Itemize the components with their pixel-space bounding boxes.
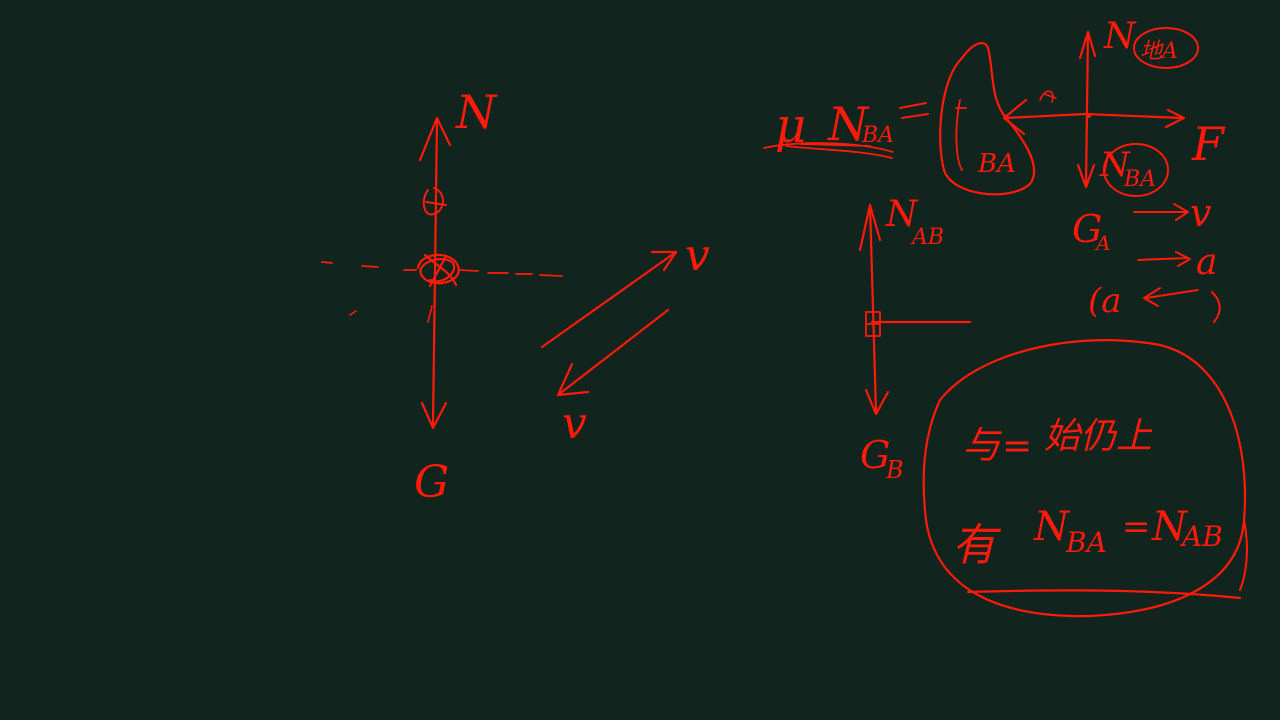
line2-n2: N bbox=[1151, 504, 1189, 550]
summary-underline bbox=[966, 589, 1242, 600]
friction-equation: μ N BA BA bbox=[763, 41, 1036, 196]
v-arrow bbox=[1133, 203, 1189, 221]
nab-n: N bbox=[885, 194, 919, 235]
top-sub: 地A bbox=[1140, 39, 1178, 64]
left-force-diagram: N G bbox=[321, 85, 563, 508]
top-n: N bbox=[1103, 16, 1137, 57]
dashed-axis-right bbox=[459, 269, 563, 277]
line1-text: 始仍上 bbox=[1044, 416, 1153, 457]
block-a-diagram: N 地A F N BA G A v a (a bbox=[1002, 16, 1226, 323]
down-sub: BA bbox=[1123, 167, 1156, 192]
line1-eq: = bbox=[1002, 426, 1032, 467]
label-n: N bbox=[455, 85, 498, 139]
summary-circle: 与 = 始仍上 有 N BA = N AB bbox=[922, 339, 1248, 618]
small-tick bbox=[349, 310, 357, 316]
vertical-axis bbox=[1084, 30, 1090, 187]
line2-sub1: BA bbox=[1065, 526, 1107, 559]
lasso-outline bbox=[939, 41, 1036, 196]
small-scribble bbox=[1039, 90, 1057, 103]
dashed-axis-left bbox=[321, 261, 417, 271]
center-scribble bbox=[416, 253, 460, 288]
nab-sub: AB bbox=[910, 225, 944, 250]
g-arrowhead bbox=[420, 401, 448, 430]
arrow-up-right bbox=[540, 250, 678, 349]
line2-lead: 有 bbox=[952, 520, 1002, 571]
line1-lead: 与 bbox=[962, 423, 1002, 467]
down-sub-circle bbox=[1103, 143, 1169, 197]
line2-eq: = bbox=[1122, 507, 1151, 547]
left-arrow bbox=[1002, 98, 1088, 136]
summary-bracket bbox=[1239, 519, 1248, 591]
tail-tick bbox=[427, 305, 433, 323]
normal-sub: BA bbox=[861, 123, 894, 148]
a-label: a bbox=[1196, 242, 1217, 283]
up-arrowhead bbox=[1078, 30, 1097, 60]
underline-scribble bbox=[763, 142, 894, 159]
vertical-axis bbox=[868, 203, 878, 414]
gb-g: G bbox=[860, 433, 890, 477]
arrow-down-left bbox=[556, 308, 670, 397]
line2-sub2: AB bbox=[1179, 520, 1223, 553]
scribble-mark-upper bbox=[422, 187, 447, 216]
normal-n: N bbox=[827, 97, 870, 151]
arrow-down-left-head bbox=[556, 362, 590, 397]
ga-g: G bbox=[1072, 207, 1102, 251]
alt-close-paren bbox=[1211, 291, 1221, 323]
label-v-lower: v bbox=[562, 398, 587, 449]
label-v-upper: v bbox=[685, 230, 710, 281]
lasso-sub: BA bbox=[977, 149, 1016, 179]
v-label: v bbox=[1190, 191, 1212, 235]
line2-n1: N bbox=[1033, 504, 1071, 550]
right-arrow bbox=[1084, 108, 1186, 129]
down-arrowhead bbox=[1076, 163, 1096, 189]
label-g: G bbox=[414, 457, 449, 508]
equals-sign bbox=[899, 102, 929, 119]
block-b-diagram: N AB G B bbox=[858, 194, 972, 484]
ga-sub: A bbox=[1094, 231, 1110, 255]
alt-a-label: (a bbox=[1088, 281, 1122, 321]
a-arrow bbox=[1137, 251, 1191, 267]
velocity-arrows: v v bbox=[540, 230, 710, 449]
arrow-up-right-head bbox=[650, 250, 678, 272]
box-mark bbox=[865, 311, 881, 337]
n-arrowhead bbox=[418, 116, 452, 162]
alt-a-arrow bbox=[1143, 287, 1199, 307]
dot bbox=[1086, 113, 1091, 118]
right-f: F bbox=[1191, 117, 1226, 171]
vertical-force-line bbox=[431, 116, 439, 427]
top-sub-circle bbox=[1133, 27, 1199, 69]
up-arrowhead bbox=[858, 203, 882, 252]
gb-sub: B bbox=[885, 456, 904, 484]
lasso-inner-mark bbox=[955, 99, 967, 171]
summary-outline bbox=[922, 339, 1247, 618]
down-arrowhead bbox=[864, 388, 890, 416]
